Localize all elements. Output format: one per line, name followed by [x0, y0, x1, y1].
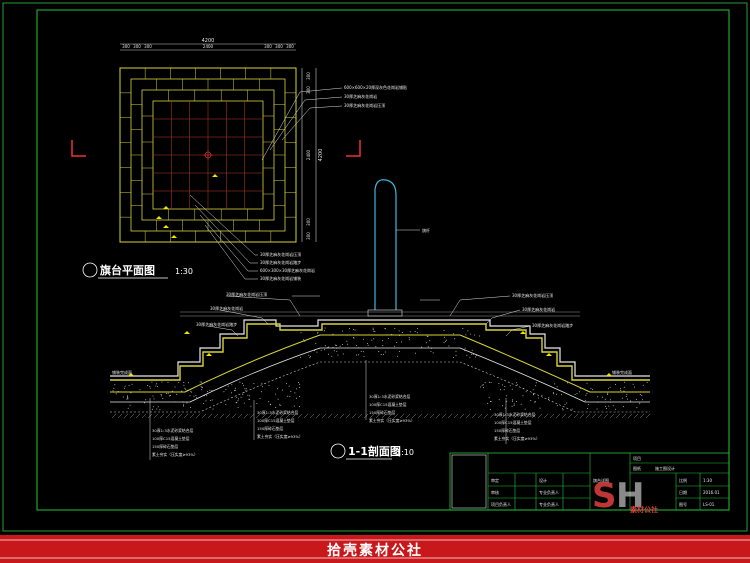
tb-row-label: 项目负责人	[491, 501, 511, 507]
plan-top-dim: 300	[264, 44, 272, 49]
inner-frame	[36, 9, 730, 511]
flag-pole	[374, 179, 397, 310]
layer-left2: 30厚1:3水泥砂浆结合层	[257, 410, 299, 415]
outer-frame	[2, 2, 748, 532]
tb-row-label2: 专业负责人	[539, 501, 559, 507]
plan-side-dim: 300	[306, 72, 311, 80]
tb-center-label: 旗台详图	[593, 477, 609, 483]
layer-mid: 素土夯实（压实度≥93%）	[369, 418, 415, 423]
tb-row-label: 审定	[491, 477, 499, 483]
plan-side-dim: 300	[306, 86, 311, 94]
section-label-left: 30厚芝麻灰花岗岩	[210, 305, 243, 311]
tb-right-label: 图号	[679, 501, 687, 507]
plan-top-dim: 300	[133, 44, 141, 49]
tb-row-label: 审核	[491, 489, 499, 495]
layer-mid: 30厚1:3水泥砂浆结合层	[369, 394, 411, 399]
plan-top-total: 4200	[202, 38, 215, 44]
tb-row-label2: 专业负责人	[539, 489, 559, 495]
section-subbase	[110, 334, 650, 393]
plan-leader-text: 30厚芝麻灰花岗岩压顶	[344, 102, 385, 108]
layer-left: 150厚碎石垫层	[152, 444, 178, 449]
svg-text:S: S	[592, 476, 617, 516]
svg-text:H: H	[616, 476, 644, 516]
layer-left2: 素土夯实（压实度≥93%）	[257, 434, 303, 439]
layer-left2: 150厚碎石垫层	[257, 426, 283, 431]
plan-side-dim: 2400	[306, 149, 311, 160]
layer-right: 30厚1:3水泥砂浆结合层	[494, 412, 536, 417]
section-view: 旗杆 30厚芝麻灰花岗岩压顶 30厚芝麻灰花岗岩 30厚芝麻灰花岗岩踏步	[110, 179, 651, 460]
banner-text: 拾壳素材公社	[327, 543, 423, 559]
cad-drawing: 4200 300 300 300 2400 300 300 300 300 30…	[2, 2, 748, 532]
layer-right: 150厚碎石垫层	[494, 428, 520, 433]
plan-view: 4200 300 300 300 2400 300 300 300 300 30…	[71, 38, 407, 281]
ground-label-left: 铺装完成面	[112, 369, 132, 375]
plan-side-dim: 300	[306, 232, 311, 240]
tb-right-value: 2016.01	[703, 490, 720, 495]
plan-scale: 1:30	[175, 267, 193, 276]
tb-drawing-name: 施工图设计	[655, 465, 675, 471]
layer-mid: 100厚C15混凝土垫层	[369, 402, 407, 407]
title-block: 项目 图纸 施工图设计 审定 审核 项目负责人 设计 专业负责人 专业负责人 比…	[449, 452, 730, 516]
bottom-banner: 拾壳素材公社	[0, 535, 750, 563]
plan-top-dim: 300	[122, 44, 130, 49]
section-title: 1-1剖面图	[348, 444, 401, 458]
tb-right-label: 日期	[679, 489, 687, 495]
plan-leader-text: 600×600×20厚深灰色花岗岩铺贴	[344, 84, 407, 90]
plan-top-dim: 300	[275, 44, 283, 49]
section-label-left: 30厚芝麻灰花岗岩压顶	[226, 291, 267, 297]
section-marker-left	[71, 140, 86, 157]
layer-left2: 100厚C15混凝土垫层	[257, 418, 295, 423]
section-profile	[110, 319, 650, 377]
section-label-left: 30厚芝麻灰花岗岩踏步	[196, 321, 237, 327]
tb-right-value: LS-01	[703, 502, 715, 507]
plan-leader-text: 600×300×30厚芝麻灰花岗岩	[260, 267, 315, 273]
layer-mid: 150厚碎石垫层	[369, 410, 395, 415]
plan-top-dim: 300	[286, 44, 294, 49]
sh-logo: S H	[592, 476, 644, 516]
plan-top-dim: 300	[144, 44, 152, 49]
tb-right-value: 1:30	[703, 478, 712, 483]
plan-title-mark	[82, 262, 98, 278]
section-marker-right	[346, 140, 361, 157]
watermark-text: 素材公社	[630, 505, 658, 514]
plan-side-total: 4200	[318, 149, 324, 162]
section-label-right: 30厚芝麻灰花岗岩压顶	[512, 292, 553, 298]
ground-label-right: 铺装完成面	[612, 369, 632, 375]
tb-row-label2: 设计	[539, 477, 547, 483]
plan-leader-text: 30厚芝麻灰花岗岩踏步	[260, 259, 301, 265]
plan-leader-text: 30厚芝麻灰花岗岩	[344, 93, 377, 99]
layer-left: 30厚1:3水泥砂浆结合层	[152, 428, 194, 433]
section-title-mark	[330, 443, 346, 459]
plan-title: 旗台平面图	[100, 263, 155, 277]
plan-leader-text: 30厚芝麻灰花岗岩铺装	[260, 275, 301, 281]
tb-project-label: 项目	[633, 455, 641, 461]
layer-right: 素土夯实（压实度≥93%）	[494, 436, 540, 441]
section-scale: 1:10	[396, 448, 414, 457]
tb-right-label: 比例	[679, 477, 687, 483]
layer-right: 100厚C15混凝土垫层	[494, 420, 532, 425]
section-label-right: 30厚芝麻灰花岗岩踏步	[532, 322, 573, 328]
pole-label: 旗杆	[422, 227, 430, 233]
section-label-right: 30厚芝麻灰花岗岩	[522, 306, 555, 312]
plan-leader-text: 30厚芝麻灰花岗岩压顶	[260, 251, 301, 257]
layer-left: 素土夯实（压实度≥93%）	[152, 452, 198, 457]
tb-drawing-label: 图纸	[633, 465, 641, 471]
layer-left: 100厚C15混凝土垫层	[152, 436, 190, 441]
plan-side-dim: 300	[306, 218, 311, 226]
plan-top-mid: 2400	[203, 44, 214, 49]
